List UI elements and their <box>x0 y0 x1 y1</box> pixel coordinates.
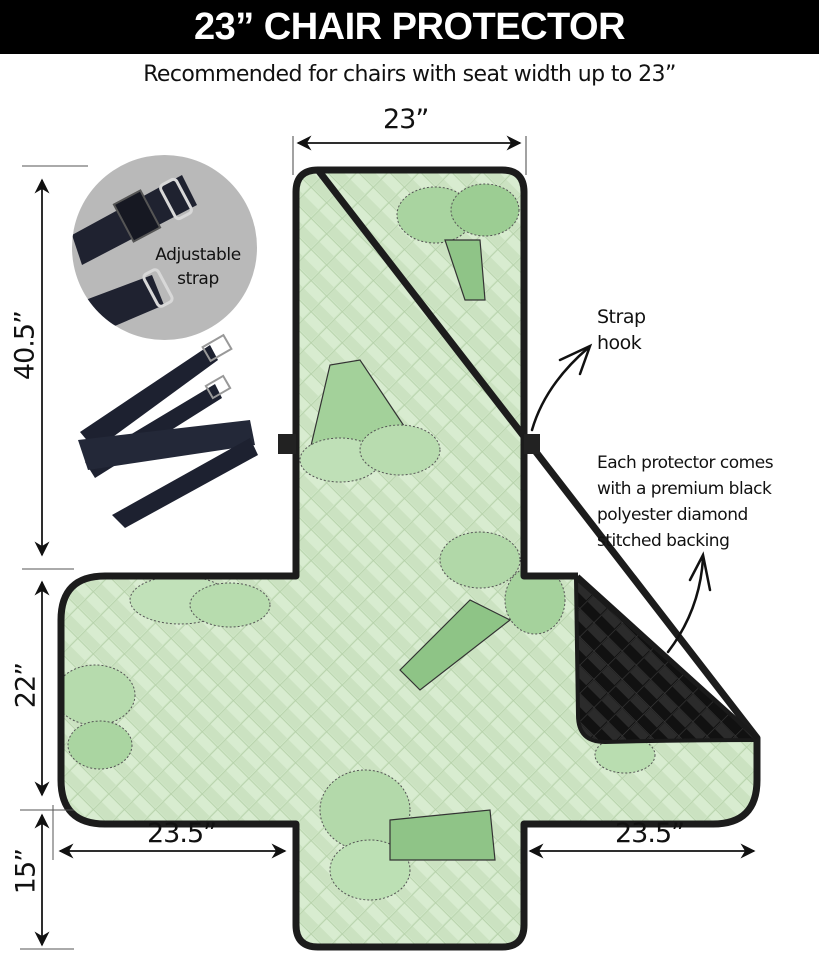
dimension-skirt-height: 15” <box>10 848 42 895</box>
adjustable-strap-label: Adjustable strap <box>155 245 241 289</box>
strap-hook-left <box>278 434 296 454</box>
black-backing-fold <box>573 573 759 745</box>
backing-description: Each protector comes with a premium blac… <box>597 453 774 551</box>
strap-buckle-icon <box>72 175 197 340</box>
page-title: 23” CHAIR PROTECTOR <box>193 5 626 48</box>
header-banner: 23” CHAIR PROTECTOR <box>0 0 819 54</box>
dimension-right-arm-width: 23.5” <box>615 818 685 849</box>
strap-bundle-icon <box>78 333 258 528</box>
strap-hook-right <box>524 434 540 454</box>
adjustable-strap-photo: Adjustable strap <box>72 155 257 340</box>
dimension-lines <box>20 135 756 950</box>
dimension-seat-height: 22” <box>10 662 42 709</box>
dimension-left-arm-width: 23.5” <box>147 818 217 849</box>
strap-hook-label: Strap hook <box>597 306 646 354</box>
page-subtitle: Recommended for chairs with seat width u… <box>143 62 676 87</box>
dimension-back-height: 40.5” <box>9 310 41 381</box>
protector-shape <box>57 166 761 951</box>
curved-arrow-icon <box>530 343 712 654</box>
broccoli-print <box>61 183 656 901</box>
dimension-top-width: 23” <box>383 104 429 135</box>
